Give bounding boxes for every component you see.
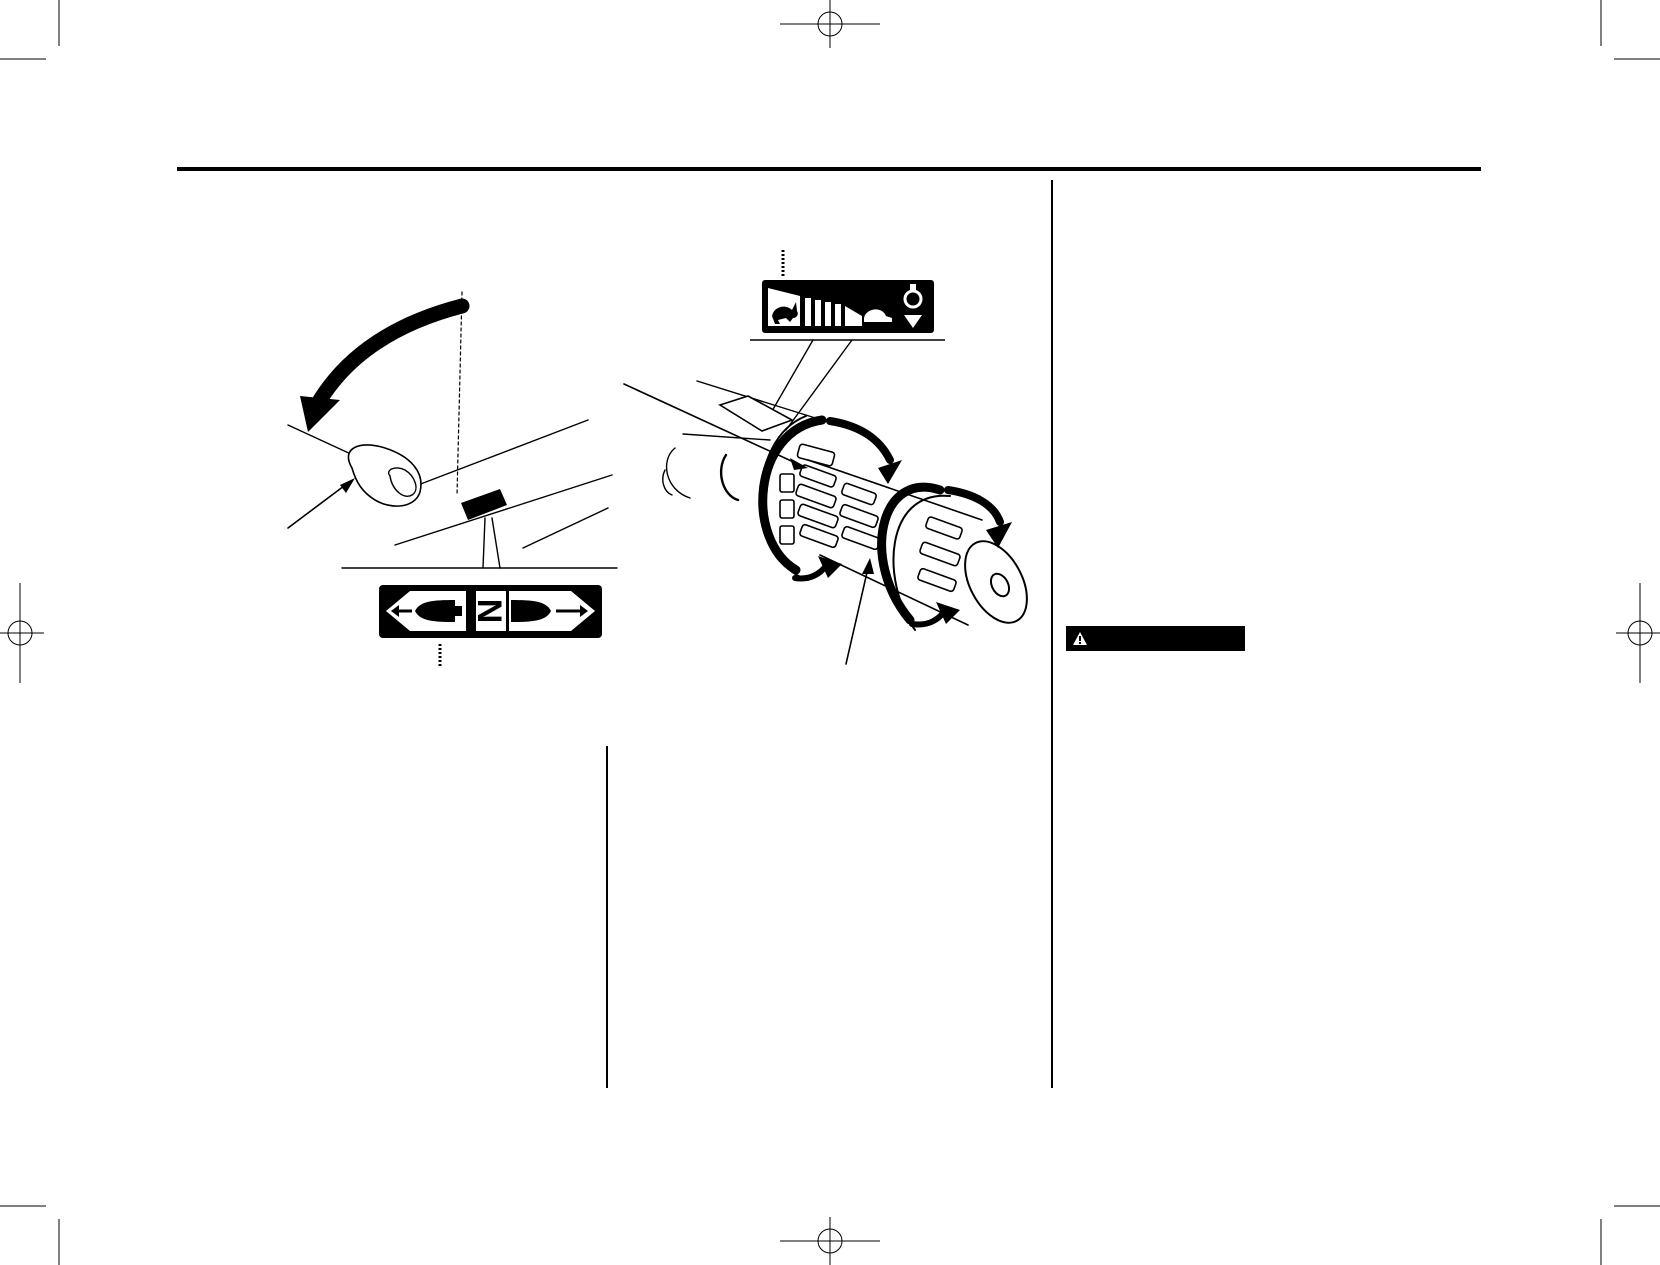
finger-pointer-head [340, 478, 355, 493]
lever-decal [461, 489, 507, 520]
lever-edge-upper-right [417, 419, 589, 486]
vertical-reference-line [456, 291, 463, 496]
shift-lever-illustration [287, 291, 618, 569]
finger [347, 444, 422, 507]
choke-icon [903, 284, 923, 309]
throttle-decal [762, 280, 934, 333]
column-divider-middle [606, 746, 608, 1088]
warning-label [1066, 626, 1245, 651]
registration-mark-top [780, 0, 880, 48]
lever-edge-lower [394, 474, 613, 546]
shift-decal: N [379, 585, 602, 638]
fingernail [388, 467, 417, 497]
neutral-label: N [470, 599, 508, 624]
right-arrow-icon [556, 605, 588, 617]
throttle-grip-illustration [623, 339, 1028, 665]
registration-mark-bottom [780, 1217, 880, 1265]
header-rule [177, 167, 1481, 171]
registration-mark-right [1616, 583, 1660, 683]
speed-bars-icon [805, 298, 862, 326]
rabbit-fast-icon [772, 302, 798, 324]
boat-left-icon [415, 600, 455, 622]
down-arrow-icon [904, 315, 922, 328]
registration-mark-left [0, 583, 44, 683]
turtle-slow-icon [864, 309, 892, 322]
lever-edge-base [522, 507, 609, 549]
warning-triangle-icon [1073, 632, 1087, 645]
rotation-arrow-head [300, 396, 340, 432]
column-divider-right [1051, 180, 1053, 1088]
rotation-arrow [312, 298, 470, 408]
boat-right-icon [511, 600, 551, 622]
left-arrow-icon [391, 605, 412, 617]
finger-pointer-line [287, 482, 349, 529]
